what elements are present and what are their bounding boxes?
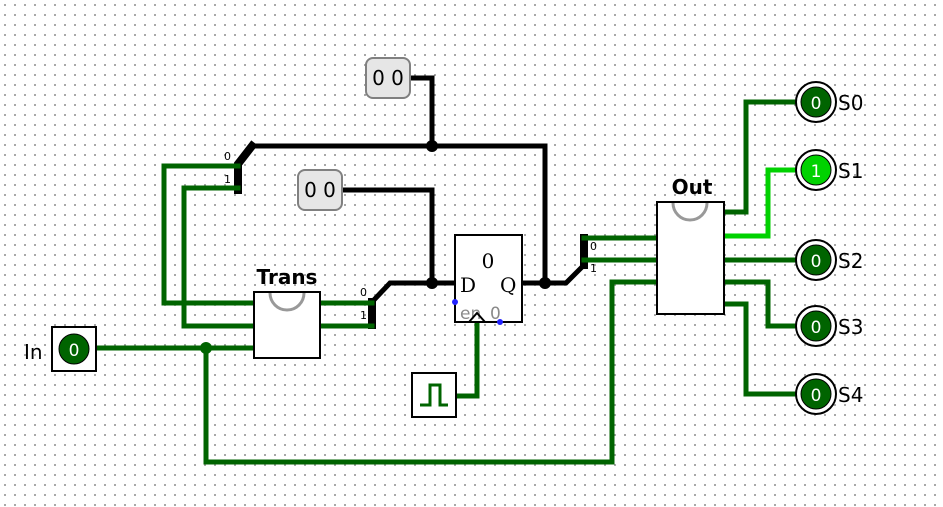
splitter-trans-bit0: 0 xyxy=(360,286,367,299)
output-s1-label: S1 xyxy=(838,159,863,183)
output-s4-label: S4 xyxy=(838,383,863,407)
constant-mid[interactable]: 0 0 xyxy=(297,169,343,211)
output-s0-label: S0 xyxy=(838,91,863,115)
splitter-left-bit1: 1 xyxy=(224,173,231,186)
constant-top-value: 0 0 xyxy=(372,66,404,90)
bus-const-top[interactable] xyxy=(409,75,435,149)
clock-source[interactable] xyxy=(411,372,457,418)
wire-out-s0[interactable] xyxy=(721,99,803,215)
out-notch-icon xyxy=(671,202,709,222)
wire-out-s3[interactable] xyxy=(721,279,803,329)
wire-feedback-bit1[interactable] xyxy=(181,185,257,329)
output-s2-value: 0 xyxy=(811,252,822,272)
junction-d xyxy=(426,277,438,289)
bus-top-horizontal[interactable] xyxy=(249,143,548,286)
output-s1-value: 1 xyxy=(811,162,822,182)
wire-out-s1[interactable] xyxy=(721,167,803,239)
bus-q-to-splitter[interactable] xyxy=(519,261,588,286)
splitter-reg-bit1: 1 xyxy=(590,262,597,275)
bus-trans-to-d[interactable] xyxy=(368,280,458,306)
clock-wave-icon xyxy=(420,383,448,407)
splitter-trans-bit1: 1 xyxy=(360,309,367,322)
register-d-label: D xyxy=(460,273,476,297)
register-clock-triangle-icon xyxy=(468,311,486,323)
register-en-value: 0 xyxy=(490,304,501,324)
output-s2-label: S2 xyxy=(838,249,863,273)
output-s3-value: 0 xyxy=(811,318,822,338)
trans-block[interactable] xyxy=(253,291,321,359)
trans-notch-icon xyxy=(268,292,306,312)
out-block[interactable] xyxy=(656,201,725,315)
register-value: 0 xyxy=(482,249,495,273)
output-s0[interactable]: 0 xyxy=(795,81,837,123)
input-pin[interactable]: 0 xyxy=(51,326,97,372)
splitter-left-bit0: 0 xyxy=(224,150,231,163)
output-s1[interactable]: 1 xyxy=(795,149,837,191)
output-s4[interactable]: 0 xyxy=(795,373,837,415)
output-s4-value: 0 xyxy=(811,386,822,406)
wire-clock[interactable] xyxy=(453,319,480,399)
register-q-label: Q xyxy=(500,273,516,297)
register-en-label: en xyxy=(460,304,481,324)
register[interactable]: 0 D Q en 0 xyxy=(452,234,523,325)
output-s2[interactable]: 0 xyxy=(795,239,837,281)
constant-mid-value: 0 0 xyxy=(304,178,336,202)
output-s3-label: S3 xyxy=(838,315,863,339)
wire-feedback-bit0[interactable] xyxy=(161,163,257,306)
trans-label: Trans xyxy=(257,265,318,289)
junction-top xyxy=(426,140,438,152)
input-pin-label: In xyxy=(24,340,43,364)
junction-q xyxy=(539,277,551,289)
out-label: Out xyxy=(672,175,713,199)
input-pin-value: 0 xyxy=(69,341,80,361)
splitter-reg-bit0: 0 xyxy=(590,240,597,253)
output-s0-value: 0 xyxy=(811,94,822,114)
output-s3[interactable]: 0 xyxy=(795,305,837,347)
constant-top[interactable]: 0 0 xyxy=(365,57,411,99)
signal-wires xyxy=(93,99,803,465)
wire-input-loop[interactable] xyxy=(203,279,663,465)
wire-out-s4[interactable] xyxy=(721,301,803,397)
junction-input xyxy=(200,342,212,354)
bus-const-mid[interactable] xyxy=(337,187,435,286)
